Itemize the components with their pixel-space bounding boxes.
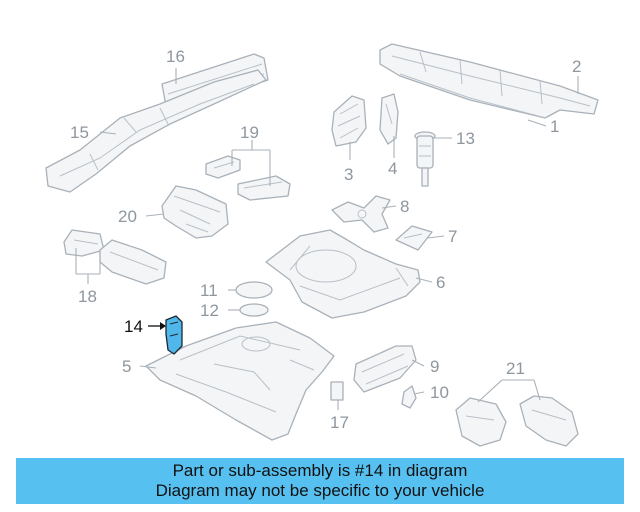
callout-1: 1 <box>550 117 559 136</box>
callout-12: 12 <box>200 301 219 320</box>
callout-18: 18 <box>78 287 97 306</box>
callout-7: 7 <box>448 227 457 246</box>
callout-8: 8 <box>400 197 409 216</box>
part-9-rail[interactable] <box>353 345 417 393</box>
callout-11: 11 <box>200 281 218 300</box>
callout-14: 14 <box>124 317 143 336</box>
part-8-mount[interactable] <box>331 195 391 233</box>
callout-19: 19 <box>240 123 259 142</box>
callout-3: 3 <box>344 165 353 184</box>
part-11-grommet[interactable] <box>235 281 273 299</box>
parts-diagram: 1 2 3 4 13 16 15 19 20 18 8 7 6 11 12 14… <box>45 43 599 447</box>
callout-4: 4 <box>388 159 397 178</box>
callout-17: 17 <box>330 413 349 432</box>
part-20-bracket[interactable] <box>161 185 229 239</box>
part-6-rear-floor[interactable] <box>265 229 421 319</box>
banner-line-1: Part or sub-assembly is #14 in diagram <box>172 461 468 480</box>
callout-labels: 1 2 3 4 13 16 15 19 20 18 8 7 6 11 12 14… <box>70 47 581 432</box>
part-3-bracket[interactable] <box>331 95 367 147</box>
info-banner: Part or sub-assembly is #14 in diagram D… <box>16 458 624 504</box>
part-10-clip[interactable] <box>401 385 417 409</box>
part-15-side-member[interactable] <box>45 69 267 193</box>
callout-5: 5 <box>122 357 131 376</box>
part-17-bracket[interactable] <box>330 381 344 401</box>
part-1-bar[interactable] <box>399 73 547 119</box>
callout-9: 9 <box>430 357 439 376</box>
part-5-floor-pan[interactable] <box>145 321 335 441</box>
part-12-grommet[interactable] <box>239 303 269 317</box>
callout-15: 15 <box>70 123 89 142</box>
part-14-highlighted[interactable] <box>165 315 183 355</box>
part-19-brackets[interactable] <box>205 155 291 201</box>
callout-2: 2 <box>572 57 581 76</box>
part-7-plate[interactable] <box>395 225 433 251</box>
callout-16: 16 <box>166 47 185 66</box>
callout-20: 20 <box>118 207 137 226</box>
banner-line-2: Diagram may not be specific to your vehi… <box>155 481 485 500</box>
callout-6: 6 <box>436 273 445 292</box>
part-21-wheelhouse[interactable] <box>455 395 579 447</box>
callout-21: 21 <box>506 359 525 378</box>
part-18-sill-brackets[interactable] <box>63 229 167 285</box>
callout-10: 10 <box>430 383 449 402</box>
callout-13: 13 <box>456 129 475 148</box>
part-13-fitting[interactable] <box>414 131 436 187</box>
part-2-reinforcement-bar[interactable] <box>379 43 599 119</box>
leader-lines <box>75 68 579 410</box>
part-4-bracket[interactable] <box>379 93 399 145</box>
